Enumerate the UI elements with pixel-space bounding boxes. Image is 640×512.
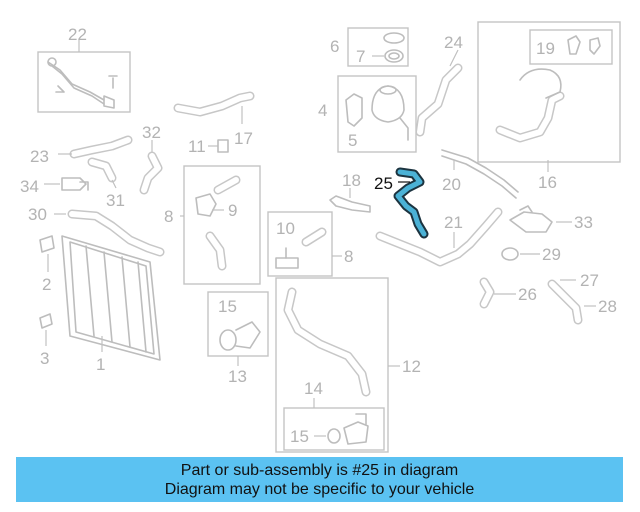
callout-2: 2 (42, 275, 51, 294)
parts-diagram: 22 6 7 24 19 32 11 17 4 5 23 31 34 25 18… (20, 21, 621, 453)
callout-20: 20 (442, 175, 461, 194)
callout-23: 23 (30, 147, 49, 166)
part-group-13-15 (207, 291, 269, 366)
part-20-strip (441, 149, 519, 199)
part-2-mount (39, 235, 55, 272)
part-group-22 (37, 40, 131, 113)
callout-15a: 15 (218, 297, 237, 316)
callout-19: 19 (536, 39, 555, 58)
callout-27: 27 (580, 271, 599, 290)
part-group-4-5 (337, 75, 417, 153)
part-31-hose (87, 157, 117, 189)
part-11-clamp (208, 139, 229, 153)
part-group-16-19 (477, 21, 621, 172)
part-18-bracket (329, 188, 371, 213)
callout-8b: 8 (344, 247, 353, 266)
radiator (61, 235, 161, 361)
callout-9: 9 (228, 201, 237, 220)
callout-24: 24 (444, 33, 463, 52)
info-banner: Part or sub-assembly is #25 in diagram D… (16, 457, 623, 502)
callout-16: 16 (538, 173, 557, 192)
callout-1: 1 (96, 355, 105, 374)
part-21-pipe (375, 207, 503, 267)
part-23-pipe (58, 135, 133, 159)
part-25-hose-highlighted[interactable] (393, 167, 429, 239)
callout-21: 21 (444, 213, 463, 232)
part-33-fitting (509, 205, 572, 233)
callout-13: 13 (228, 367, 247, 386)
callout-34: 34 (20, 177, 39, 196)
callout-7: 7 (356, 47, 365, 66)
callout-14: 14 (304, 379, 323, 398)
part-32-hose (139, 140, 163, 195)
part-27-28-hose (547, 279, 596, 325)
callout-26: 26 (518, 285, 537, 304)
callout-31: 31 (106, 191, 125, 210)
callout-29: 29 (542, 245, 561, 264)
part-group-10 (267, 211, 342, 277)
callout-11: 11 (188, 137, 206, 156)
part-group-8-9 (180, 165, 261, 285)
callout-28: 28 (598, 297, 617, 316)
callout-18: 18 (342, 171, 361, 190)
callout-10: 10 (276, 219, 295, 238)
part-group-12 (275, 277, 400, 453)
banner-line-2: Diagram may not be specific to your vehi… (164, 481, 475, 498)
callout-17: 17 (234, 129, 253, 148)
callout-8a: 8 (164, 207, 173, 226)
callout-6: 6 (330, 37, 339, 56)
callout-22: 22 (68, 25, 87, 44)
callout-3: 3 (40, 349, 49, 368)
callout-15b: 15 (290, 427, 309, 446)
banner-line-1: Part or sub-assembly is #25 in diagram (180, 462, 459, 479)
part-30-hose (54, 209, 165, 257)
part-29-clamp (501, 247, 540, 261)
callout-25[interactable]: 25 (374, 174, 393, 193)
part-group-6-7 (347, 27, 409, 67)
callout-4: 4 (318, 101, 327, 120)
callout-5: 5 (348, 131, 357, 150)
part-24-hose (415, 49, 463, 137)
callout-30: 30 (28, 205, 47, 224)
callout-12: 12 (402, 357, 421, 376)
part-3-mount (39, 313, 53, 346)
part-26-hose (479, 277, 516, 309)
callout-32: 32 (142, 123, 161, 142)
callout-33: 33 (574, 213, 593, 232)
part-17-hose (173, 91, 255, 124)
part-34-connector (44, 177, 89, 191)
